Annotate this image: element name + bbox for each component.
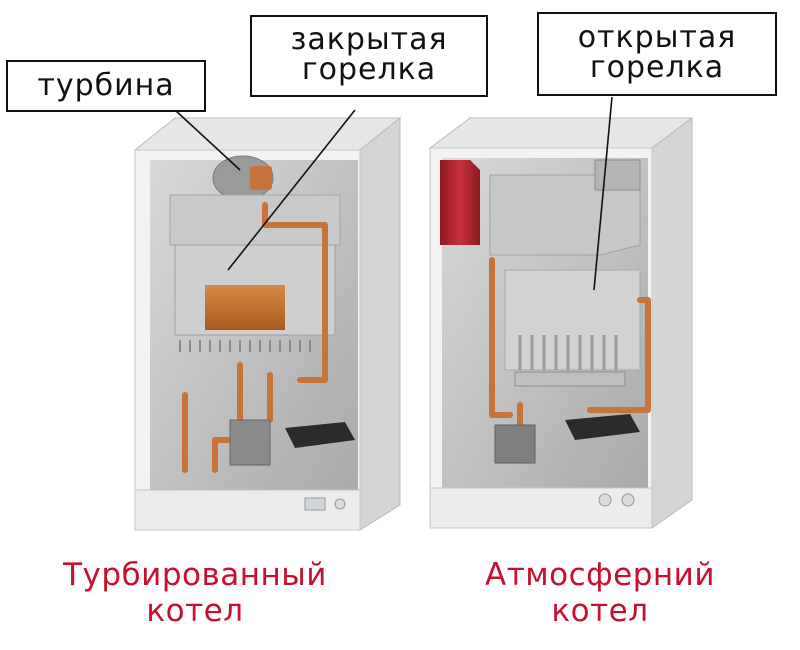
turbo-knob [334, 498, 346, 510]
turbo-boiler-caption: Турбированный котел [0, 557, 390, 629]
turbo-boiler-top [133, 117, 402, 151]
open-burner-bars [514, 371, 626, 387]
atmospheric-boiler-caption: Атмосферний котел [430, 557, 770, 629]
atmo-caption-line1: Атмосферний [485, 557, 715, 593]
turbo-caption-line1: Турбированный [63, 557, 327, 593]
atmo-control-electronics [565, 414, 640, 440]
closed-burner-label: закрытая горелка [250, 15, 488, 97]
open-burner-label-line2: горелка [589, 50, 725, 85]
turbine-label-text: турбина [37, 68, 175, 103]
flue-collector [169, 194, 341, 246]
closed-burner-label-line1: закрытая [290, 22, 448, 57]
leader-lines [174, 96, 613, 291]
atmo-heat-exchanger [518, 335, 618, 370]
atmo-boiler-side [651, 117, 693, 529]
open-burner-label: открытая горелка [537, 12, 777, 96]
atmospheric-boiler [428, 117, 694, 529]
gas-valve [229, 419, 271, 466]
atmo-gas-valve [494, 424, 536, 464]
closed-burner-leader [227, 109, 356, 271]
turbo-caption-line2: котел [146, 593, 244, 629]
burner-fins [179, 340, 311, 352]
expansion-tank [440, 160, 480, 245]
closed-burner-label-line2: горелка [301, 52, 437, 87]
open-burner-label-line1: открытая [577, 20, 737, 55]
turbine-leader [174, 109, 241, 171]
heat-exchanger [205, 285, 285, 330]
turbo-boiler [133, 116, 402, 531]
turbine-motor [250, 166, 272, 190]
control-electronics [285, 422, 355, 448]
open-combustion-area [504, 269, 641, 371]
atmo-control-panel [429, 487, 653, 529]
atmo-knob-1 [598, 493, 612, 507]
atmo-caption-line2: котел [551, 593, 649, 629]
open-burner-leader [593, 96, 613, 291]
turbo-control-panel [134, 489, 361, 531]
atmo-boiler-top [428, 117, 694, 149]
turbo-display [304, 497, 326, 511]
turbine-label: турбина [6, 60, 206, 112]
turbo-boiler-side [359, 116, 401, 531]
atmo-knob-2 [621, 493, 635, 507]
flue-outlet [594, 159, 641, 191]
turbo-copper-pipes [182, 202, 328, 473]
